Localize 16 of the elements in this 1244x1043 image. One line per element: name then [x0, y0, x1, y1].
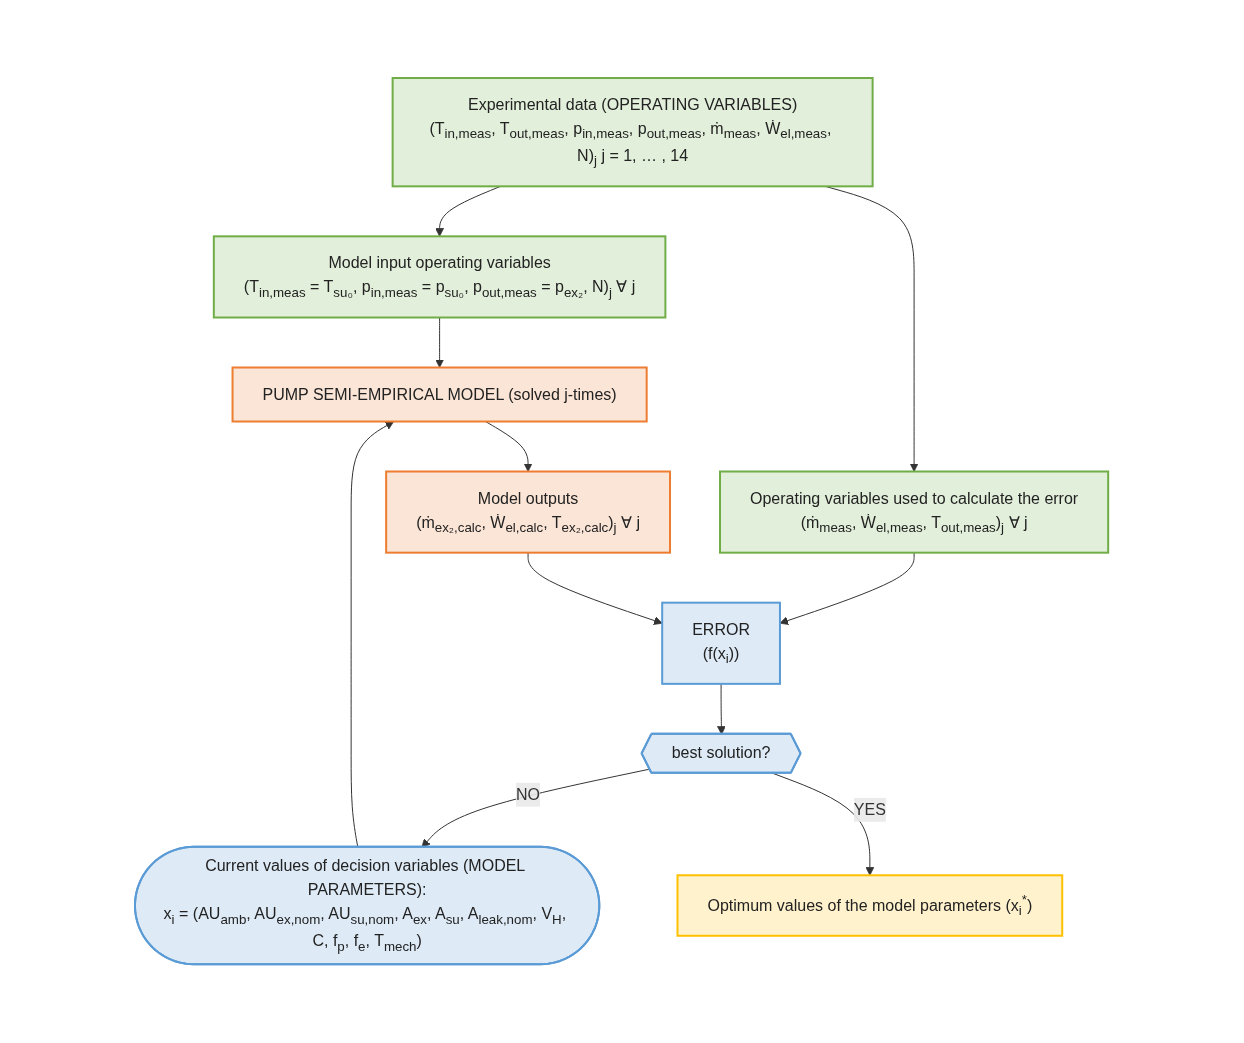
node-box: Model outputs (ṁ$_{ex₂,calc}$, Ẇ$_{el,calc}$, T$_{ex₂,calc}$)$_{j}$ ∀ j	[385, 470, 672, 555]
node-box: Operating variables used to calculate the error (ṁ$_{meas}$, Ẇ$_{el,meas}$, T$_{out,meas}$)$_{j}$ ∀ j	[719, 470, 1110, 555]
edge-label: NO	[516, 786, 541, 804]
arrow	[780, 552, 915, 626]
arrow	[528, 552, 663, 626]
arrow	[485, 421, 533, 473]
arrow	[421, 769, 651, 849]
arrow	[351, 421, 395, 849]
arrow	[435, 317, 445, 369]
node-box: PUMP SEMI-EMPIRICAL MODEL (solved j-times)	[231, 366, 649, 423]
node-box: Optimum values of the model parameters (x$_{i}$$^{*}$)	[676, 874, 1064, 938]
node-box: ERROR (f(x$_{i}$))	[661, 602, 782, 686]
arrow	[717, 683, 727, 736]
node-box: Experimental data (OPERATING VARIABLES) (T$_{in,meas}$, T$_{out,meas}$, p$_{in,meas}$, p$_{out,meas}$, ṁ$_{meas}$, Ẇ$_{el,meas}$, N)$_{j}$ j = 1, … , 14	[392, 77, 874, 188]
node-box: Model input operating variables (T$_{in,meas}$ = T$_{su₀}$, p$_{in,meas}$ = p$_{su₀}$, p$_{out,meas}$ = p$_{ex₂}$, N)$_{j}$ ∀ j	[213, 235, 667, 319]
edge-label: YES	[854, 801, 887, 819]
